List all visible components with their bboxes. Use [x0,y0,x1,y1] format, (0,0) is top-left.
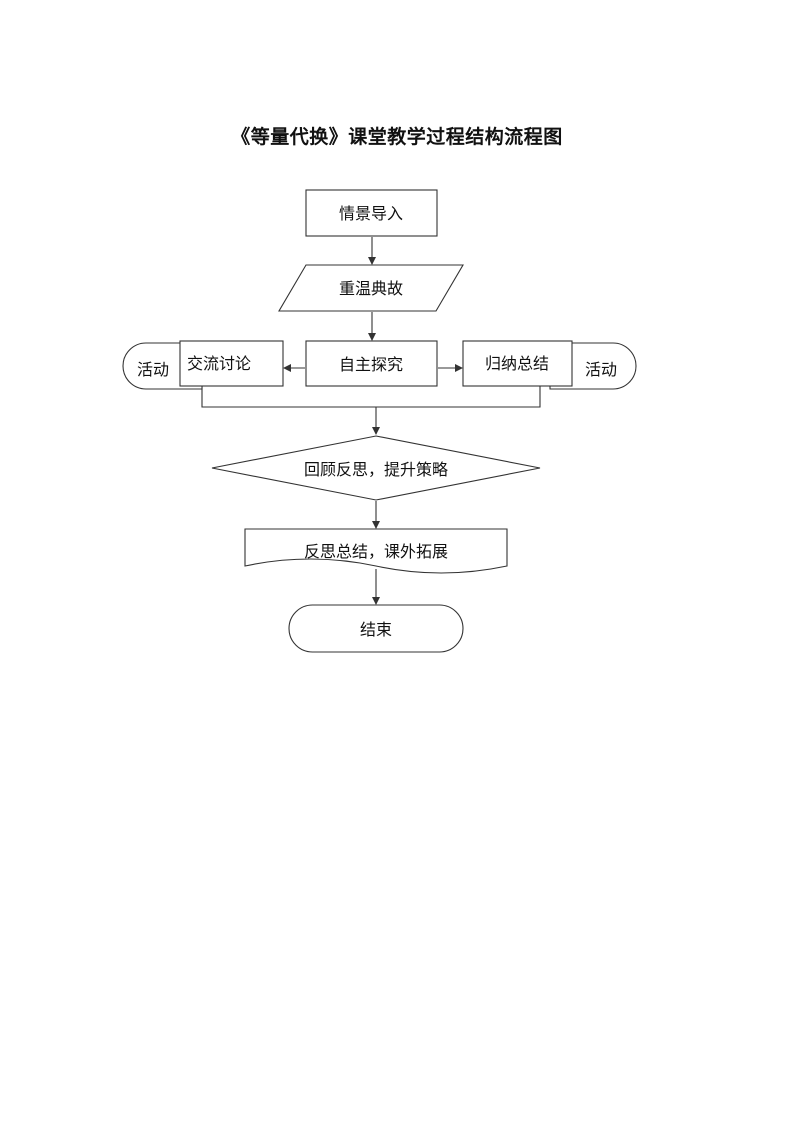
node-reflect-strategy-label: 回顾反思，提升策略 [304,460,448,479]
node-review-story: 重温典故 [278,264,464,312]
node-exchange: 交流讨论 [179,340,284,387]
node-review-story-label: 重温典故 [339,279,403,298]
node-exchange-label: 交流讨论 [187,354,251,373]
node-scene-intro-label: 情景导入 [339,204,403,223]
node-self-explore-label: 自主探究 [339,355,403,374]
node-reflect-extend-label: 反思总结，课外拓展 [304,542,448,561]
node-reflect-extend: 反思总结，课外拓展 [244,528,508,574]
node-activity-right-label: 活动 [585,360,617,379]
node-activity-left-label: 活动 [137,360,169,379]
page-title: 《等量代换》课堂教学过程结构流程图 [231,126,563,148]
node-reflect-strategy: 回顾反思，提升策略 [211,435,541,501]
edge-exchange-merge [201,386,541,408]
node-scene-intro: 情景导入 [305,189,438,237]
node-summarize-label: 归纳总结 [485,354,549,373]
node-end: 结束 [288,604,464,653]
node-summarize: 归纳总结 [462,340,573,387]
node-end-label: 结束 [360,620,392,639]
node-self-explore: 自主探究 [305,340,438,387]
